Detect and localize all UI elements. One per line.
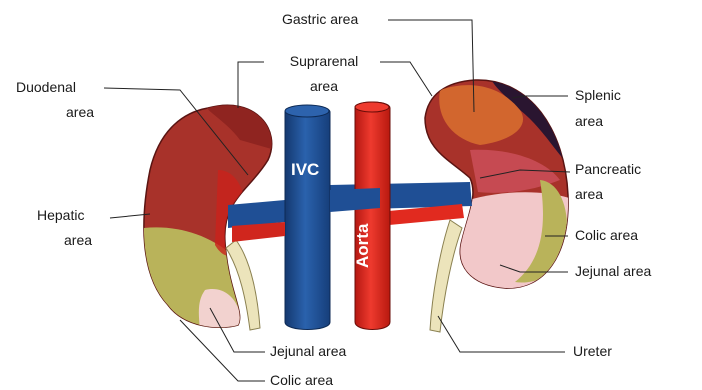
- colic-area-bottom-label: Colic area: [270, 372, 333, 389]
- splenic-area-label-line1: Splenic: [575, 87, 621, 104]
- ureter-label: Ureter: [573, 343, 612, 360]
- aorta-label: Aorta: [353, 224, 373, 268]
- hepatic-area-label-line2: area: [64, 232, 92, 249]
- splenic-area-label-line2: area: [575, 113, 603, 130]
- pancreatic-area-label-line1: Pancreatic: [575, 161, 641, 178]
- right-ureter: [430, 220, 462, 332]
- hepatic-area-label-line1: Hepatic: [37, 207, 84, 224]
- aorta-vessel: [355, 102, 390, 330]
- jejunal-area-right-label: Jejunal area: [575, 263, 651, 280]
- ivc-label: IVC: [291, 160, 319, 180]
- suprarenal-area-label-line2: area: [268, 78, 380, 95]
- ivc-vessel: [285, 105, 330, 330]
- suprarenal-area-label-line1: Suprarenal: [268, 53, 380, 70]
- left-renal-vein-cross: [330, 188, 380, 212]
- jejunal-area-bottom-label: Jejunal area: [270, 343, 346, 360]
- pancreatic-area-label-line2: area: [575, 186, 603, 203]
- duodenal-area-label-line1: Duodenal: [16, 79, 76, 96]
- colic-area-right-label: Colic area: [575, 227, 638, 244]
- gastric-area-label: Gastric area: [282, 11, 358, 28]
- duodenal-area-label-line2: area: [66, 104, 94, 121]
